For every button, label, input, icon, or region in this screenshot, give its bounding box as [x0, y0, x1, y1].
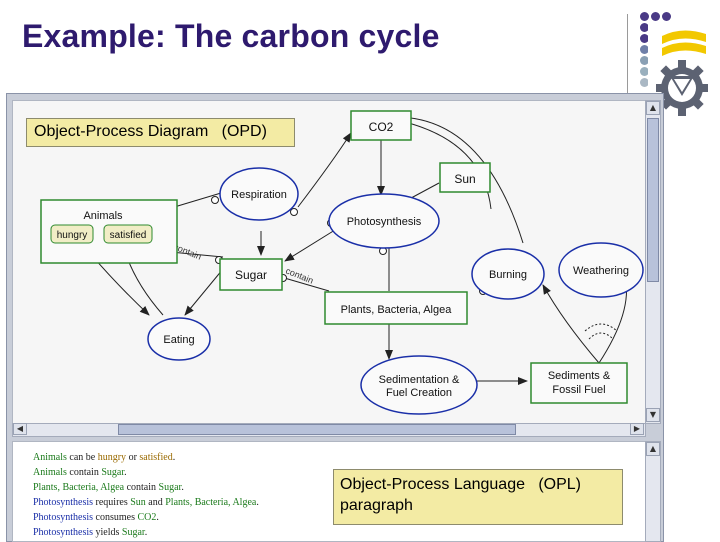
process-label: Sedimentation & [379, 374, 460, 386]
object-label: Sugar [235, 268, 267, 282]
process-burning[interactable]: Burning [471, 248, 545, 300]
process-label: Respiration [231, 189, 287, 201]
opl-vertical-scrollbar[interactable] [645, 441, 661, 542]
opl-object-name[interactable]: Sugar [158, 482, 182, 493]
opl-state-name[interactable]: satisfied [139, 452, 173, 463]
object-label: Plants, Bacteria, Algea [341, 304, 453, 316]
opd-diagram: contain contain CO2 Sun Animals hungry s… [40, 110, 644, 415]
process-label: Fuel Creation [386, 387, 452, 399]
object-label: Animals [83, 210, 123, 222]
object-label: CO2 [369, 120, 394, 134]
opl-callout-line: paragraph [340, 497, 413, 514]
opl-object-name[interactable]: Sugar [101, 467, 125, 478]
technion-gear-logo [648, 22, 718, 116]
object-label: Sun [454, 172, 475, 186]
process-label: Photosynthesis [347, 216, 422, 228]
state-satisfied[interactable] [103, 224, 153, 244]
scroll-down-arrow-icon[interactable]: ▼ [646, 408, 660, 422]
process-label: Weathering [573, 265, 629, 277]
diagram-vertical-scroll-thumb[interactable] [647, 118, 659, 282]
opl-word: . [124, 467, 127, 478]
state-label: satisfied [110, 230, 147, 241]
opl-sentence: Photosynthesis requires Sun and Plants, … [33, 497, 259, 508]
opl-object-name[interactable]: Plants, Bacteria, Algea [33, 482, 125, 493]
object-sugar[interactable]: Sugar [219, 258, 283, 291]
opl-object-name[interactable]: Animals [33, 467, 67, 478]
link-weathering-co2 [392, 112, 524, 244]
opl-sentence: Photosynthesis consumes CO2. [33, 512, 159, 523]
process-sedimentation-fuel-creation[interactable]: Sedimentation & Fuel Creation [360, 355, 478, 415]
opl-object-name[interactable]: Plants, Bacteria, Algea [165, 497, 257, 508]
object-label: Fossil Fuel [552, 384, 605, 396]
opl-process-name[interactable]: Photosynthesis [33, 512, 94, 523]
consumption-arc [584, 323, 618, 332]
link-circle-respiration [211, 196, 219, 204]
link-burning-co2 [400, 120, 492, 210]
opd-canvas[interactable]: contain contain CO2 Sun Animals hungry s… [12, 100, 646, 424]
process-respiration[interactable]: Respiration [219, 167, 299, 221]
opl-sentence: Animals can be hungry or satisfied. [33, 452, 175, 463]
object-label: Sediments & [548, 370, 611, 382]
opl-sentence: Photosynthesis yields Sugar. [33, 527, 147, 538]
opl-word: . [156, 512, 159, 523]
scroll-up-arrow-icon[interactable]: ▲ [646, 442, 660, 456]
page-title: Example: The carbon cycle [22, 18, 440, 54]
opl-word: . [144, 527, 148, 538]
opl-word: requires [93, 497, 131, 508]
object-plants-bacteria-algea[interactable]: Plants, Bacteria, Algea [324, 291, 468, 325]
link-sediments-burning [542, 284, 600, 364]
link-sugar-plants [280, 276, 330, 292]
opl-word: . [256, 497, 259, 508]
diagram-horizontal-scroll-thumb[interactable] [118, 424, 516, 435]
process-weathering[interactable]: Weathering [558, 242, 644, 298]
scroll-right-arrow-icon[interactable]: ▶ [630, 423, 644, 435]
opl-sentence: Animals contain Sugar. [33, 467, 127, 478]
opl-callout-line: Object-Process Language (OPL) [340, 476, 582, 493]
opl-word: contain [66, 467, 102, 478]
state-label: hungry [57, 230, 88, 241]
object-animals[interactable]: Animals hungry satisfied [40, 199, 178, 264]
opl-word: and [145, 497, 166, 508]
opd-callout: Object-Process Diagram (OPD) [26, 118, 295, 147]
opl-word: consumes [93, 512, 138, 523]
object-sun[interactable]: Sun [439, 162, 491, 193]
object-co2[interactable]: CO2 [350, 110, 412, 141]
process-label: Burning [489, 269, 527, 281]
opl-sentence: Plants, Bacteria, Algea contain Sugar. [33, 482, 184, 493]
opl-word: yields [93, 527, 122, 538]
opl-word: . [181, 482, 184, 493]
opl-word: . [172, 452, 176, 463]
scroll-up-arrow-icon[interactable]: ▲ [646, 101, 660, 115]
link-circle-respiration-right [290, 208, 298, 216]
opl-object-name[interactable]: CO2 [137, 512, 157, 523]
opl-process-name[interactable]: Photosynthesis [33, 527, 94, 538]
opl-state-name[interactable]: hungry [97, 452, 127, 463]
title-divider [627, 14, 628, 94]
consumption-arc-inner [588, 332, 614, 340]
process-photosynthesis[interactable]: Photosynthesis [328, 193, 440, 249]
opl-word: contain [124, 482, 159, 493]
process-label: Eating [163, 334, 194, 346]
opl-object-name[interactable]: Sugar [121, 527, 145, 538]
opl-object-name[interactable]: Animals [33, 452, 67, 463]
scroll-left-arrow-icon[interactable]: ◀ [13, 423, 27, 435]
opl-word: or [126, 452, 140, 463]
opl-word: can be [66, 452, 98, 463]
opl-process-name[interactable]: Photosynthesis [33, 497, 94, 508]
process-eating[interactable]: Eating [147, 317, 211, 361]
link-respiration-co2 [297, 132, 352, 208]
state-hungry[interactable] [50, 224, 94, 244]
object-sediments-fossil-fuel[interactable]: Sediments & Fossil Fuel [530, 362, 628, 404]
opl-object-name[interactable]: Sun [130, 497, 146, 508]
link-sugar-eating [184, 268, 224, 316]
opd-callout-text: Object-Process Diagram (OPD) [34, 123, 267, 140]
opl-callout: Object-Process Language (OPL) paragraph [333, 469, 623, 525]
